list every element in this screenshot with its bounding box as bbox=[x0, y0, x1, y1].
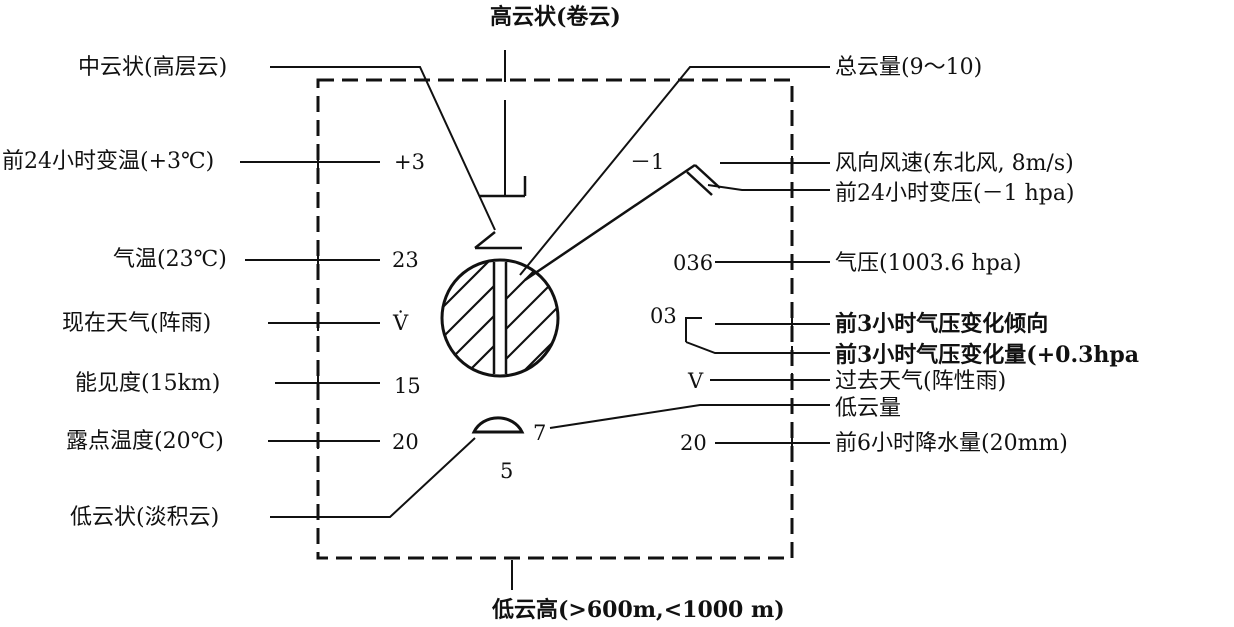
label-low-cloud-amount: 低云量 bbox=[835, 396, 901, 421]
label-pressure: 气压(1003.6 hpa) bbox=[835, 251, 1022, 276]
value-dew-point: 20 bbox=[392, 430, 419, 454]
label-mid-cloud: 中云状(高层云) bbox=[78, 55, 227, 80]
low-cloud-cumulus-icon bbox=[471, 416, 525, 434]
label-low-cloud-height: 低云高(>600m,<1000 m) bbox=[491, 597, 785, 623]
value-pressure-change-3h: 03 bbox=[650, 304, 677, 328]
pressure-tendency-icon bbox=[685, 317, 702, 342]
label-high-cloud: 高云状(卷云) bbox=[490, 4, 621, 30]
label-present-weather: 现在天气(阵雨) bbox=[62, 311, 211, 336]
value-past-weather: V bbox=[687, 369, 704, 393]
value-temperature: 23 bbox=[392, 248, 419, 272]
mid-cloud-altostratus-icon bbox=[270, 66, 522, 250]
value-pressure-change-24h: －1 bbox=[630, 150, 664, 174]
label-total-cloud: 总云量(9～10) bbox=[835, 55, 982, 80]
value-visibility: 15 bbox=[394, 374, 421, 398]
label-pressure-tendency-3h: 前3小时气压变化倾向 bbox=[835, 311, 1048, 337]
label-pressure-change-3h: 前3小时气压变化量(+0.3hpa bbox=[835, 342, 1139, 368]
station-circle-icon bbox=[440, 258, 560, 378]
value-precip-6h: 20 bbox=[680, 431, 707, 455]
value-low-cloud-height: 5 bbox=[500, 459, 513, 483]
label-temp-change-24h: 前24小时变温(+3℃) bbox=[2, 149, 214, 174]
station-frame bbox=[316, 78, 794, 560]
label-temperature: 气温(23℃) bbox=[113, 247, 227, 272]
label-visibility: 能见度(15km) bbox=[75, 371, 220, 396]
label-low-cloud-type: 低云状(淡积云) bbox=[70, 505, 219, 530]
label-wind: 风向风速(东北风, 8m/s) bbox=[835, 151, 1074, 176]
label-pressure-change-24h: 前24小时变压(－1 hpa) bbox=[835, 181, 1075, 206]
value-present-weather: V̇ bbox=[392, 311, 409, 335]
total-cloud-leader bbox=[519, 66, 830, 276]
value-low-cloud-amount: 7 bbox=[533, 421, 546, 445]
left-leaders bbox=[240, 161, 476, 518]
high-cloud-cirrus-icon bbox=[480, 50, 527, 198]
label-precip-6h: 前6小时降水量(20mm) bbox=[835, 431, 1068, 456]
value-pressure: 036 bbox=[673, 251, 713, 275]
value-temp-change-24h: +3 bbox=[394, 150, 425, 174]
label-past-weather: 过去天气(阵性雨) bbox=[835, 369, 1006, 394]
label-dew-point: 露点温度(20℃) bbox=[66, 429, 224, 454]
wind-barb-icon bbox=[524, 162, 830, 282]
frame-ticks bbox=[317, 155, 793, 451]
